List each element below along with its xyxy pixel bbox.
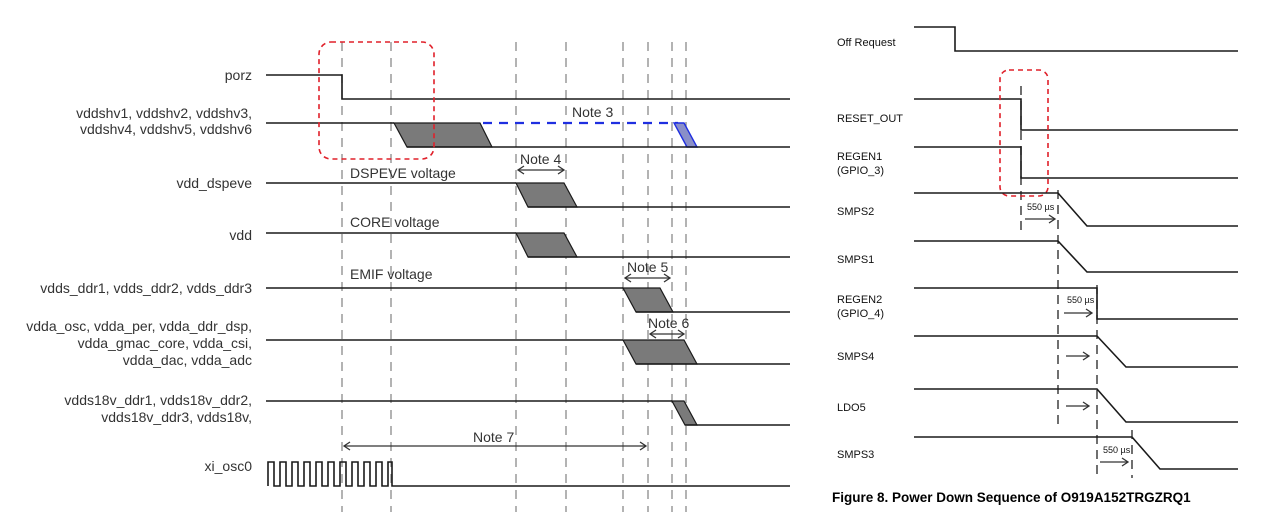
signal-label-xi-osc0: xi_osc0 — [205, 458, 253, 474]
vdd-ramp — [515, 232, 579, 258]
delay-arrowhead-3 — [1121, 457, 1130, 467]
figure-caption: Figure 8. Power Down Sequence of O919A15… — [832, 490, 1191, 505]
core-voltage-label: CORE voltage — [350, 214, 440, 230]
xi-osc0-clock-waveform — [267, 461, 790, 487]
vddshv-blue-ramp — [672, 122, 699, 148]
signal-label-porz: porz — [225, 67, 252, 83]
signal-label-vdd-dspeve: vdd_dspeve — [176, 175, 252, 191]
smps1-waveform — [914, 240, 1238, 273]
delay-arrowhead-ldo5 — [1082, 401, 1091, 411]
note4-arrowheads — [516, 165, 566, 175]
signal-label-vdda-3: vdda_dac, vdda_adc — [123, 352, 252, 368]
note5-label: Note 5 — [627, 259, 668, 275]
delay-arrowhead-1 — [1048, 214, 1057, 224]
note6-label: Note 6 — [648, 315, 689, 331]
guide-lines — [341, 42, 687, 512]
delay-arrowhead-2 — [1085, 308, 1094, 318]
reset-out-waveform — [914, 98, 1238, 131]
delay-label-3: 550 µs — [1103, 445, 1131, 455]
regen1-waveform — [914, 146, 1238, 179]
dspeve-voltage-label: DSPEVE voltage — [350, 165, 456, 181]
note6-arrowheads — [648, 329, 686, 339]
note7-label: Note 7 — [473, 429, 514, 445]
delay-label-2: 550 µs — [1067, 295, 1095, 305]
signal-label-ldo5: LDO5 — [837, 402, 866, 414]
delay-arrowhead-smps4 — [1082, 351, 1091, 361]
off-request-waveform — [914, 26, 1238, 52]
right-timing-diagram: Off Request RESET_OUT REGEN1 (GPIO_3) SM… — [832, 26, 1238, 505]
signal-label-smps3: SMPS3 — [837, 449, 874, 461]
note5-arrowheads — [623, 273, 672, 283]
smps2-waveform — [914, 192, 1238, 227]
signal-label-vddshv-1: vddshv1, vddshv2, vddshv3, — [76, 105, 252, 121]
smps3-waveform — [914, 436, 1238, 470]
signal-label-off-request: Off Request — [837, 37, 896, 49]
signal-label-vdda-2: vdda_gmac_core, vdda_csi, — [78, 335, 252, 351]
highlight-box-right — [999, 69, 1049, 197]
signal-label-regen1: REGEN1 — [837, 151, 882, 163]
emif-voltage-label: EMIF voltage — [350, 266, 433, 282]
highlight-box-left — [318, 41, 435, 160]
delay-label-1: 550 µs — [1027, 202, 1055, 212]
note7-arrowheads — [342, 441, 648, 451]
signal-label-regen2: REGEN2 — [837, 294, 882, 306]
left-timing-diagram: porz vddshv1, vddshv2, vddshv3, vddshv4,… — [26, 41, 790, 512]
signal-label-reset-out: RESET_OUT — [837, 113, 903, 125]
signal-label-vdd: vdd — [229, 227, 252, 243]
signal-label-vdds18v-1: vdds18v_ddr1, vdds18v_ddr2, — [64, 392, 252, 408]
vdds-ddr-ramp — [621, 287, 675, 313]
note4-label: Note 4 — [520, 151, 561, 167]
vdda-ramp — [621, 339, 699, 365]
signal-label-vdds18v-2: vdds18v_ddr3, vdds18v, — [101, 409, 252, 425]
smps4-waveform — [914, 335, 1238, 368]
signal-label-smps4: SMPS4 — [837, 351, 874, 363]
vddshv-ramp — [392, 122, 493, 148]
signal-label-regen1-gpio: (GPIO_3) — [837, 165, 884, 177]
signal-label-smps2: SMPS2 — [837, 206, 874, 218]
note3-label: Note 3 — [572, 104, 613, 120]
porz-waveform — [266, 74, 790, 100]
vdd-dspeve-ramp — [515, 182, 579, 208]
vdds18v-ramp — [670, 400, 699, 426]
signal-label-smps1: SMPS1 — [837, 254, 874, 266]
signal-label-vdda-1: vdda_osc, vdda_per, vdda_ddr_dsp, — [26, 318, 252, 334]
ldo5-waveform — [914, 388, 1238, 423]
signal-label-vddshv-2: vddshv4, vddshv5, vddshv6 — [80, 121, 252, 137]
signal-label-vdds-ddr: vdds_ddr1, vdds_ddr2, vdds_ddr3 — [40, 280, 252, 296]
regen2-waveform — [914, 287, 1238, 320]
signal-label-regen2-gpio: (GPIO_4) — [837, 308, 884, 320]
